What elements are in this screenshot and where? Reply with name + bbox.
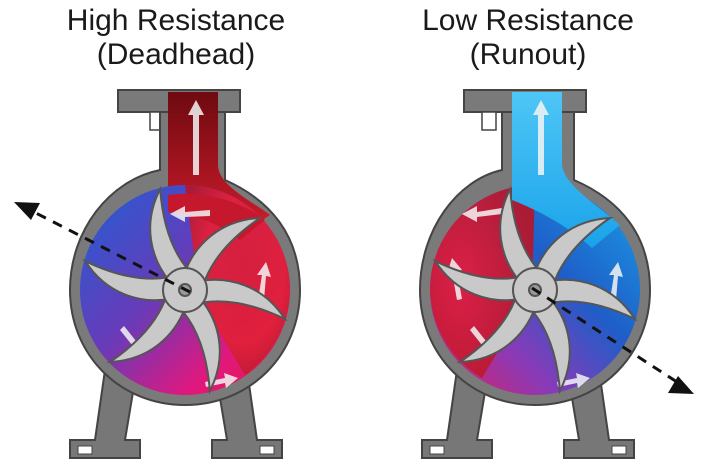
pump-illustration [0, 0, 352, 466]
pump-illustration [352, 0, 704, 466]
pump-diagram-high-resistance: High Resistance (Deadhead) [0, 0, 352, 466]
pump-diagram-low-resistance: Low Resistance (Runout) [352, 0, 704, 466]
